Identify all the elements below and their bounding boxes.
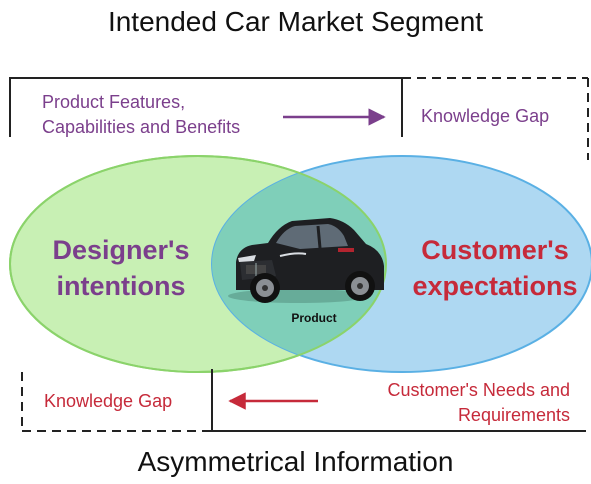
- designer-line-2: intentions: [56, 271, 186, 301]
- needs-line-2: Requirements: [457, 405, 570, 425]
- customer-line-1: Customer's: [421, 235, 569, 265]
- bottom-info-box: [21, 369, 586, 432]
- top-info-box: [9, 77, 589, 160]
- needs-line-1: Customer's Needs and: [387, 380, 570, 400]
- bottom-title: Asymmetrical Information: [137, 446, 454, 477]
- product-features-label: Product Features, Capabilities and Benef…: [42, 90, 240, 140]
- customer-needs-label: Customer's Needs and Requirements: [340, 378, 570, 428]
- product-label: Product: [291, 311, 337, 325]
- bottom-knowledge-gap-label: Knowledge Gap: [44, 391, 173, 411]
- overlap-region: [212, 156, 386, 372]
- features-line-2: Capabilities and Benefits: [42, 117, 241, 137]
- features-line-1: Product Features,: [42, 92, 186, 112]
- top-knowledge-gap-label: Knowledge Gap: [421, 106, 550, 126]
- designer-intentions-label: Designer's intentions: [36, 232, 206, 304]
- top-title: Intended Car Market Segment: [107, 6, 484, 37]
- customer-expectations-label: Customer's expectations: [399, 232, 591, 304]
- car-icon: [228, 218, 384, 303]
- designer-line-1: Designer's: [52, 235, 190, 265]
- customer-line-2: expectations: [412, 271, 578, 301]
